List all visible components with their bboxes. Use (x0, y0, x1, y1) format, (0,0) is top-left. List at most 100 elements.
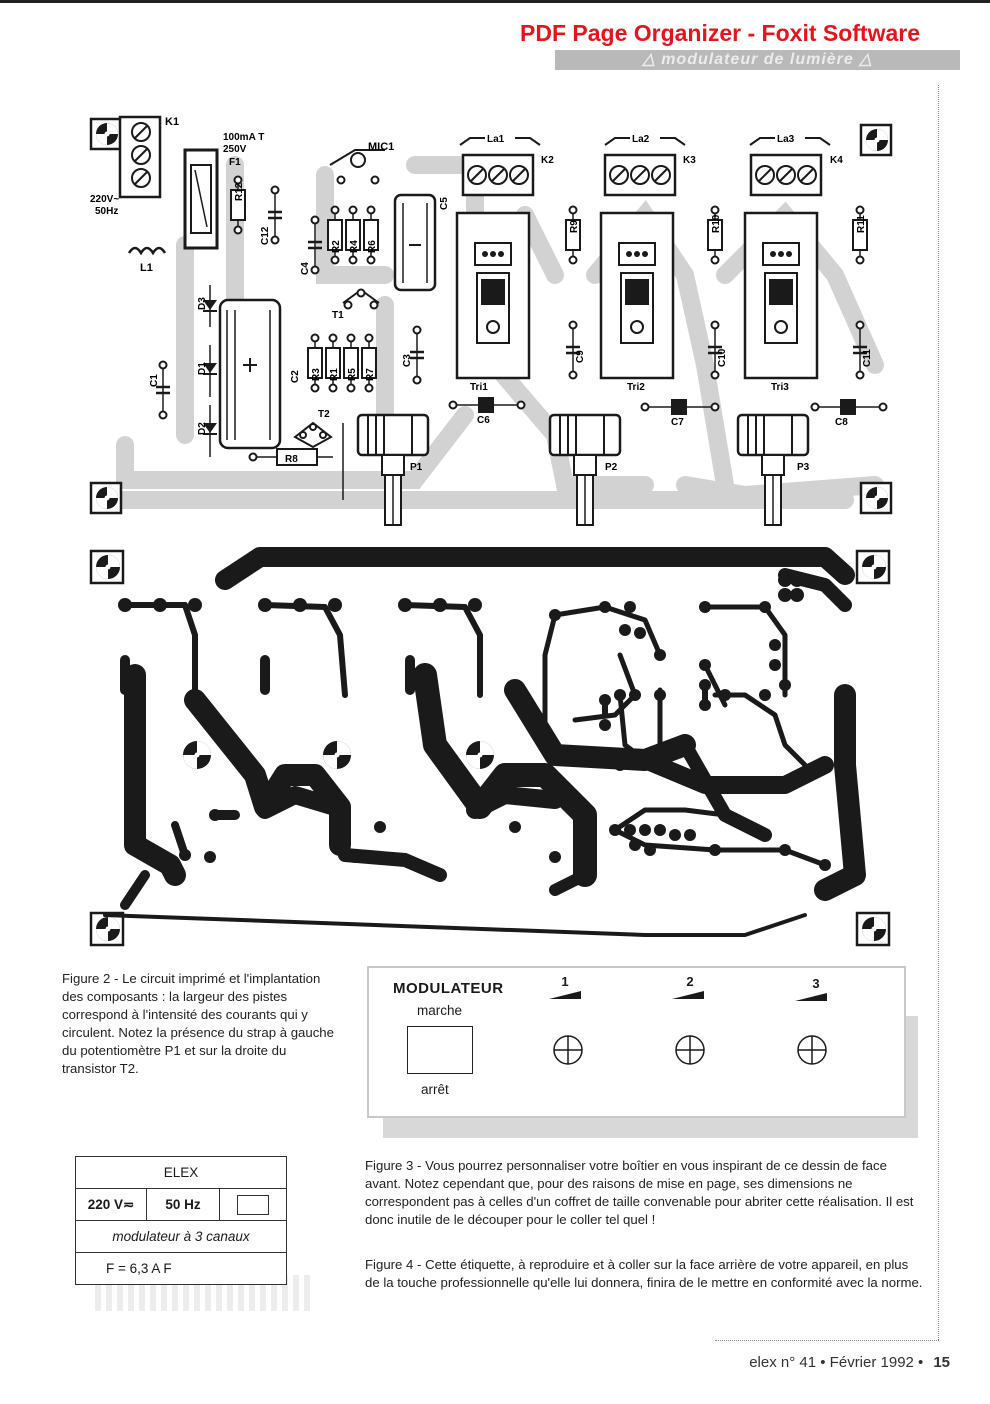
capacitor-c2 (218, 298, 282, 450)
c5-label: C5 (439, 197, 450, 210)
p1-label: P1 (410, 462, 423, 473)
capacitor-c9 (564, 320, 582, 380)
rear-label-class-symbol (220, 1189, 286, 1220)
footer-issue: elex n° 41 • Février 1992 • (749, 1354, 924, 1371)
channel-1-number: 1 (561, 974, 569, 989)
rear-label: ELEX 220 V≂ 50 Hz modulateur à 3 canaux … (75, 1156, 287, 1285)
d3-label: D3 (197, 297, 208, 310)
r12-label: R12 (234, 182, 245, 201)
level-ramp-icon (549, 991, 581, 999)
right-dotted-rule (938, 85, 939, 1340)
p2-label: P2 (605, 462, 618, 473)
capacitor-c6 (448, 397, 526, 413)
resistor-r6 (363, 205, 379, 265)
pcb-triac-hole-icon (323, 741, 351, 769)
potentiometer-hole-icon (553, 1035, 583, 1065)
pcb-copper-tracks (103, 547, 866, 937)
rear-label-brand: ELEX (76, 1157, 286, 1189)
r9-label: R9 (569, 220, 580, 233)
switch-off-label: arrêt (421, 1082, 449, 1097)
c6-label: C6 (477, 415, 490, 426)
potentiometer-hole-icon (675, 1035, 705, 1065)
la3-label: La3 (777, 134, 795, 145)
tri2-label: Tri2 (627, 382, 645, 393)
k3-label: K3 (683, 155, 696, 166)
capacitor-c7 (640, 399, 720, 415)
double-insulation-icon (237, 1194, 269, 1215)
r7-label: R7 (365, 368, 376, 381)
page-footer: elex n° 41 • Février 1992 • 15 (700, 1354, 950, 1371)
diode-d3 (203, 285, 217, 327)
terminal-k2 (461, 153, 535, 197)
triac-tri2 (599, 211, 675, 380)
bottom-dotted-rule (715, 1340, 939, 1341)
k1-label: K1 (165, 116, 179, 128)
resistor-r1 (325, 333, 341, 393)
c7-label: C7 (671, 417, 684, 428)
figure-3-caption: Figure 3 - Vous pourrez personnaliser vo… (365, 1158, 914, 1227)
fuse-rating-label: 100mA T (223, 132, 264, 143)
channel-3-number: 3 (812, 976, 820, 991)
level-ramp-icon (795, 993, 827, 1001)
layout-mounting-target-icon (89, 117, 123, 151)
c11-label: C11 (862, 349, 873, 367)
diode-d2 (203, 405, 217, 457)
figure-2-caption: Figure 2 - Le circuit imprimé et l'impla… (62, 971, 334, 1076)
r10-label: R10 (711, 214, 722, 233)
c1-label: C1 (149, 374, 160, 387)
pcb-triac-hole-icon (466, 741, 494, 769)
front-panel-drawing: MODULATEUR marche arrêt 1 2 3 (367, 966, 906, 1118)
mic1-label: MIC1 (368, 141, 394, 153)
p3-label: P3 (797, 462, 810, 473)
r1-label: R1 (329, 368, 340, 381)
coil-l1 (127, 246, 167, 256)
resistor-r4 (345, 205, 361, 265)
c2-label: C2 (290, 370, 301, 383)
power-switch-outline (407, 1026, 473, 1074)
component-layout-diagram: K1 220V~ 50Hz 100mA T 250V F1 L1 R12 C12… (89, 115, 893, 527)
rear-label-ratings-row: 220 V≂ 50 Hz (76, 1189, 286, 1221)
c10-label: C10 (717, 348, 728, 367)
pcb-mounting-target-icon (89, 549, 125, 585)
r4-label: R4 (349, 240, 360, 253)
t2-label: T2 (318, 409, 330, 420)
page-number: 15 (933, 1354, 950, 1371)
pcb-mounting-target-icon (855, 911, 891, 947)
c12-label: C12 (260, 226, 271, 245)
r5-label: R5 (347, 368, 358, 381)
section-title: modulateur de lumière (661, 51, 854, 68)
potentiometer-hole-icon (797, 1035, 827, 1065)
tri1-label: Tri1 (470, 382, 488, 393)
k4-label: K4 (830, 155, 843, 166)
d1-label: D1 (197, 362, 208, 375)
header-triangle-left-icon: △ (642, 51, 662, 68)
figure-4-caption: Figure 4 - Cette étiquette, à reproduire… (365, 1257, 923, 1290)
tri3-label: Tri3 (771, 382, 789, 393)
fuse-f1 (183, 148, 219, 250)
transistor-t1 (342, 288, 380, 310)
l1-label: L1 (140, 262, 153, 274)
c9-label: C9 (575, 350, 586, 363)
c8-label: C8 (835, 417, 848, 428)
capacitor-c1 (154, 360, 172, 420)
front-panel-shadow (383, 1115, 918, 1138)
pcb-mounting-target-icon (89, 911, 125, 947)
r2-label: R2 (331, 240, 342, 253)
resistor-r11 (852, 205, 868, 265)
transistor-t2 (293, 421, 333, 449)
pcb-mounting-target-icon (855, 549, 891, 585)
layout-mounting-target-icon (859, 481, 893, 515)
resistor-r5 (343, 333, 359, 393)
c4-label: C4 (300, 262, 311, 275)
rear-label-frequency: 50 Hz (147, 1189, 220, 1220)
rear-label-description: modulateur à 3 canaux (76, 1221, 286, 1253)
pcb-solder-pads (118, 573, 852, 896)
rear-label-fuse: F = 6,3 A F (106, 1261, 172, 1276)
top-rule (0, 0, 990, 3)
channel-2-number: 2 (686, 974, 694, 989)
resistor-r9 (565, 205, 581, 265)
level-ramp-icon (672, 991, 704, 999)
front-panel-title: MODULATEUR (393, 980, 504, 997)
k2-label: K2 (541, 155, 554, 166)
capacitor-c5 (393, 193, 437, 292)
